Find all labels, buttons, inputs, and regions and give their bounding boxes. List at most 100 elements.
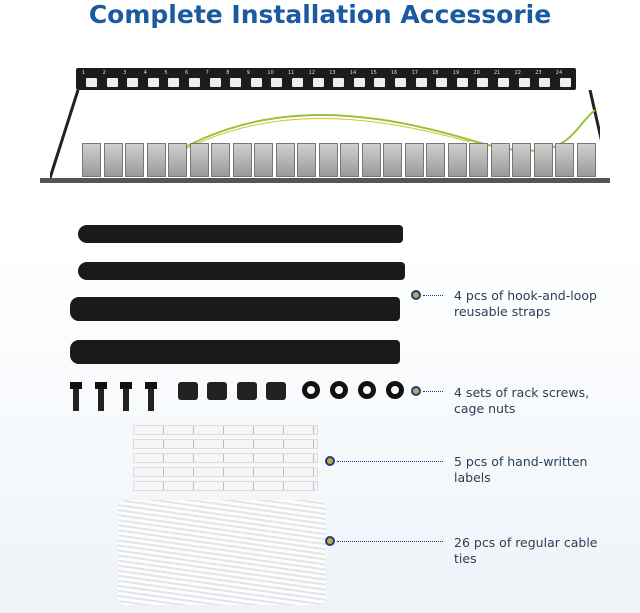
patch-panel-frame bbox=[50, 90, 600, 179]
port-number: 6 bbox=[185, 70, 189, 76]
label-slot bbox=[230, 78, 242, 87]
keystone-port bbox=[318, 143, 338, 177]
label-strip bbox=[133, 439, 318, 449]
keystone-port bbox=[340, 143, 359, 177]
hook-loop-strap bbox=[70, 340, 400, 364]
keystone-port bbox=[426, 143, 445, 177]
callout-text: 4 pcs of hook-and-loop bbox=[454, 288, 597, 303]
cage-nut bbox=[237, 382, 257, 400]
keystone-port bbox=[103, 143, 123, 177]
label-slot bbox=[209, 78, 221, 87]
port-number: 8 bbox=[226, 70, 230, 76]
port-number: 18 bbox=[432, 70, 439, 76]
port-number: 10 bbox=[267, 70, 274, 76]
callout-text: reusable straps bbox=[454, 304, 551, 319]
label-slot bbox=[415, 78, 427, 87]
callout-screws: 4 sets of rack screws,cage nuts bbox=[454, 385, 589, 417]
port-number: 20 bbox=[473, 70, 480, 76]
hook-loop-strap bbox=[78, 225, 403, 243]
label-strip bbox=[133, 481, 318, 491]
rack-screw bbox=[70, 382, 82, 411]
keystone-port bbox=[404, 143, 424, 177]
callout-text: 4 sets of rack screws, bbox=[454, 385, 590, 400]
keystone-port bbox=[447, 143, 467, 177]
washer bbox=[386, 381, 404, 399]
keystone-port bbox=[361, 143, 381, 177]
label-slot bbox=[147, 78, 159, 87]
callout-marker-icon bbox=[325, 456, 335, 466]
keystone-port bbox=[125, 143, 144, 177]
cage-nut bbox=[207, 382, 227, 400]
cage-nut bbox=[266, 382, 286, 400]
port-number: 1 bbox=[82, 70, 86, 76]
label-strip bbox=[133, 453, 318, 463]
callout-line bbox=[337, 541, 443, 542]
washer bbox=[358, 381, 376, 399]
callout-text: 5 pcs of hand-written bbox=[454, 454, 588, 469]
keystone-port bbox=[490, 143, 510, 177]
label-slot bbox=[86, 78, 97, 87]
label-slot bbox=[456, 78, 468, 87]
callout-text: cage nuts bbox=[454, 401, 516, 416]
label-strip bbox=[133, 467, 318, 477]
port-number: 17 bbox=[411, 70, 418, 76]
callout-line bbox=[423, 295, 443, 296]
hand-written-labels bbox=[133, 425, 318, 495]
rack-screw bbox=[145, 382, 157, 411]
callout-text: 26 pcs of regular cable bbox=[454, 535, 598, 550]
keystone-port bbox=[383, 143, 402, 177]
port-number: 23 bbox=[535, 70, 542, 76]
port-number: 9 bbox=[246, 70, 250, 76]
label-slot bbox=[333, 78, 345, 87]
port-number: 22 bbox=[514, 70, 521, 76]
keystone-port bbox=[555, 143, 574, 177]
cable-ties bbox=[118, 500, 326, 605]
label-slot bbox=[168, 78, 180, 87]
label-slot bbox=[518, 78, 530, 87]
label-slot bbox=[106, 78, 118, 87]
label-slot bbox=[250, 78, 262, 87]
keystone-port bbox=[297, 143, 316, 177]
port-number: 21 bbox=[494, 70, 501, 76]
label-slot bbox=[312, 78, 324, 87]
label-slot bbox=[395, 78, 406, 87]
port-number: 11 bbox=[288, 70, 295, 76]
cage-nut bbox=[178, 382, 198, 400]
patch-panel-base bbox=[40, 178, 610, 183]
port-number: 24 bbox=[555, 70, 563, 76]
port-number: 14 bbox=[349, 70, 357, 76]
label-slot bbox=[292, 78, 303, 87]
keystone-port bbox=[533, 143, 553, 177]
washer bbox=[330, 381, 348, 399]
label-slot bbox=[539, 78, 551, 87]
keystone-port bbox=[576, 143, 596, 177]
rack-screw bbox=[95, 382, 107, 411]
page-title: Complete Installation Accessorie bbox=[88, 0, 552, 29]
rack-screw bbox=[120, 382, 132, 411]
keystone-port bbox=[82, 143, 101, 177]
keystone-port bbox=[469, 143, 488, 177]
callout-marker-icon bbox=[411, 386, 421, 396]
label-strip bbox=[133, 425, 318, 435]
callout-marker-icon bbox=[325, 536, 335, 546]
callout-line bbox=[423, 391, 443, 392]
label-slot bbox=[271, 78, 283, 87]
label-slot bbox=[477, 78, 489, 87]
port-number: 5 bbox=[164, 70, 168, 76]
callout-text: labels bbox=[454, 470, 491, 485]
label-slot bbox=[436, 78, 448, 87]
port-number: 13 bbox=[329, 70, 336, 76]
port-number: 16 bbox=[391, 70, 398, 76]
keystone-port bbox=[512, 143, 531, 177]
port-number: 2 bbox=[102, 70, 106, 76]
hook-loop-strap bbox=[78, 262, 405, 280]
label-slot bbox=[374, 78, 386, 87]
port-number: 4 bbox=[143, 70, 147, 76]
keystone-port bbox=[168, 143, 187, 177]
port-number: 19 bbox=[452, 70, 460, 76]
port-number: 7 bbox=[205, 70, 209, 76]
